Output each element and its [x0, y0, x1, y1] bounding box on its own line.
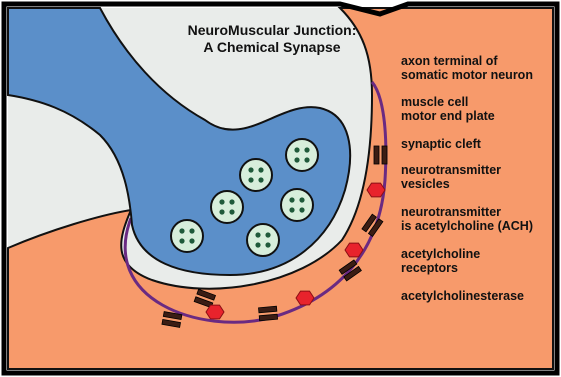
vesicle	[211, 191, 243, 223]
vesicle-membrane	[240, 159, 272, 191]
label-acetylcholinesterase: acetylcholinesterase	[401, 289, 524, 303]
vesicle	[247, 224, 279, 256]
neurotransmitter-dot	[299, 207, 304, 212]
receptor-subunit	[259, 306, 277, 313]
neurotransmitter-dot	[265, 232, 270, 237]
neurotransmitter-dot	[294, 157, 299, 162]
title-line2: A Chemical Synapse	[203, 39, 340, 55]
neurotransmitter-dot	[265, 242, 270, 247]
vesicle-membrane	[171, 220, 203, 252]
label-motor-end-plate-line2: motor end plate	[401, 109, 495, 123]
neurotransmitter-dot	[299, 197, 304, 202]
label-motor-end-plate-line1: muscle cell	[401, 95, 468, 109]
label-acetylcholinesterase-line1: acetylcholinesterase	[401, 289, 524, 303]
neurotransmitter-dot	[229, 199, 234, 204]
receptor-subunit	[259, 314, 277, 321]
label-receptors-line1: acetylcholine	[401, 247, 480, 261]
neurotransmitter-dot	[219, 209, 224, 214]
neurotransmitter-dot	[189, 228, 194, 233]
vesicle-membrane	[281, 189, 313, 221]
neurotransmitter-dot	[289, 207, 294, 212]
neurotransmitter-dot	[179, 228, 184, 233]
neurotransmitter-dot	[248, 177, 253, 182]
title-line1: NeuroMuscular Junction:	[188, 22, 357, 38]
neurotransmitter-dot	[294, 147, 299, 152]
vesicle-membrane	[286, 139, 318, 171]
neurotransmitter-dot	[258, 167, 263, 172]
receptor-subunit	[382, 146, 387, 164]
neurotransmitter-dot	[255, 242, 260, 247]
acetylcholinesterase-enzyme	[296, 291, 314, 305]
label-synaptic-cleft: synaptic cleft	[401, 137, 482, 151]
vesicle	[240, 159, 272, 191]
neurotransmitter-dot	[289, 197, 294, 202]
label-synaptic-cleft-line1: synaptic cleft	[401, 137, 482, 151]
vesicle	[171, 220, 203, 252]
vesicle-membrane	[211, 191, 243, 223]
neurotransmitter-dot	[189, 238, 194, 243]
neurotransmitter-dot	[248, 167, 253, 172]
acetylcholinesterase-enzyme	[367, 183, 385, 197]
label-ach-line2: is acetylcholine (ACH)	[401, 219, 533, 233]
acetylcholinesterase-enzyme	[206, 305, 224, 319]
label-vesicles-line2: vesicles	[401, 177, 450, 191]
vesicle	[286, 139, 318, 171]
neurotransmitter-dot	[229, 209, 234, 214]
neurotransmitter-dot	[304, 147, 309, 152]
neurotransmitter-dot	[255, 232, 260, 237]
label-ach-line1: neurotransmitter	[401, 205, 501, 219]
neurotransmitter-dot	[258, 177, 263, 182]
acetylcholinesterase-enzyme	[345, 243, 363, 257]
neurotransmitter-dot	[219, 199, 224, 204]
vesicle-membrane	[247, 224, 279, 256]
label-receptors-line2: receptors	[401, 261, 458, 275]
neurotransmitter-dot	[304, 157, 309, 162]
label-axon-terminal-line2: somatic motor neuron	[401, 68, 533, 82]
label-vesicles-line1: neurotransmitter	[401, 163, 501, 177]
label-axon-terminal-line1: axon terminal of	[401, 54, 498, 68]
receptor-subunit	[374, 146, 379, 164]
neurotransmitter-dot	[179, 238, 184, 243]
vesicle	[281, 189, 313, 221]
